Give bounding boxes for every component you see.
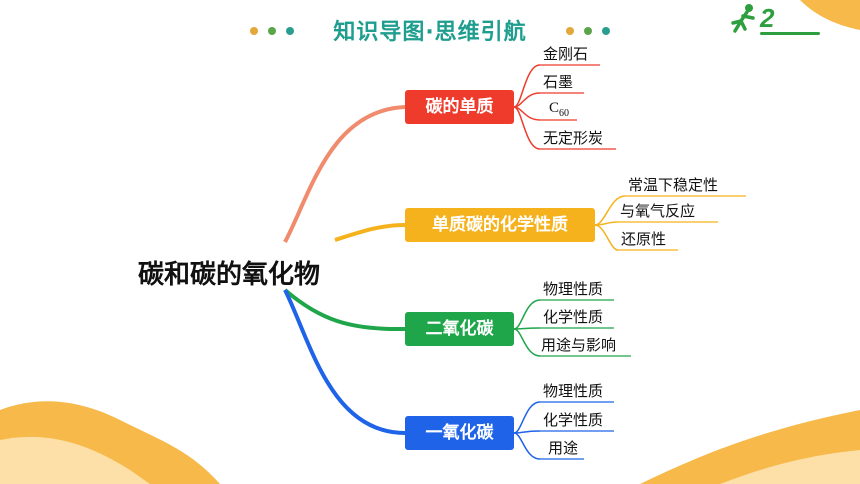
connector-branch4-leaves — [513, 401, 541, 460]
connector-root-branch1 — [283, 105, 406, 243]
root-node-label: 碳和碳的氧化物 — [138, 260, 321, 290]
leaf-2-2: 与氧气反应 — [620, 202, 696, 220]
logo-underline — [760, 32, 820, 35]
leaf-underlines-branch4 — [540, 401, 614, 460]
top-right-blob — [800, 0, 860, 30]
leaf-2-3: 还原性 — [621, 230, 667, 248]
connector-root-branch3 — [283, 288, 406, 332]
header-title: 知识导图·思维引航 — [333, 20, 527, 45]
header-dot-right-1 — [566, 27, 574, 35]
leaf-1-4: 无定形炭 — [543, 129, 604, 147]
branch-node-3: 二氧化碳 — [405, 312, 514, 346]
bottom-right-blob-light — [720, 450, 860, 484]
leaf-1-3: C60 — [549, 98, 569, 124]
connector-branch1-leaves — [513, 64, 541, 150]
leaf-4-1: 物理性质 — [543, 382, 604, 400]
leaf-3-1: 物理性质 — [543, 280, 604, 298]
connector-root-branch2 — [334, 223, 406, 242]
header-dot-right-2 — [584, 27, 592, 35]
leaf-underlines-branch3 — [540, 299, 631, 357]
header-dot-left-3 — [286, 27, 294, 35]
leaf-3-3: 用途与影响 — [541, 336, 617, 354]
connector-root-branch4 — [283, 289, 406, 435]
connector-branch2-leaves — [594, 195, 626, 251]
header-dot-left-2 — [268, 27, 276, 35]
leaf-underlines-branch1 — [540, 64, 616, 150]
leaf-4-2: 化学性质 — [543, 411, 604, 429]
c60-subscript: 60 — [559, 108, 570, 119]
leaf-2-1: 常温下稳定性 — [628, 176, 719, 194]
leaf-1-2: 石墨 — [543, 73, 574, 91]
c60-symbol: C — [549, 100, 560, 116]
leaf-3-2: 化学性质 — [543, 308, 604, 326]
header-dot-left-1 — [250, 27, 258, 35]
leaf-1-1: 金刚石 — [543, 45, 589, 63]
branch-node-2: 单质碳的化学性质 — [405, 208, 595, 242]
runner-logo-icon — [731, 4, 755, 33]
bottom-left-blob-light — [0, 436, 150, 484]
leaf-underlines-branch2 — [617, 195, 746, 251]
connector-branch3-leaves — [513, 299, 541, 357]
branch-node-4: 一氧化碳 — [405, 416, 514, 450]
leaf-4-3: 用途 — [548, 439, 579, 457]
logo-text: 2 — [760, 3, 775, 33]
header-dot-right-3 — [602, 27, 610, 35]
branch-node-1: 碳的单质 — [405, 90, 514, 124]
